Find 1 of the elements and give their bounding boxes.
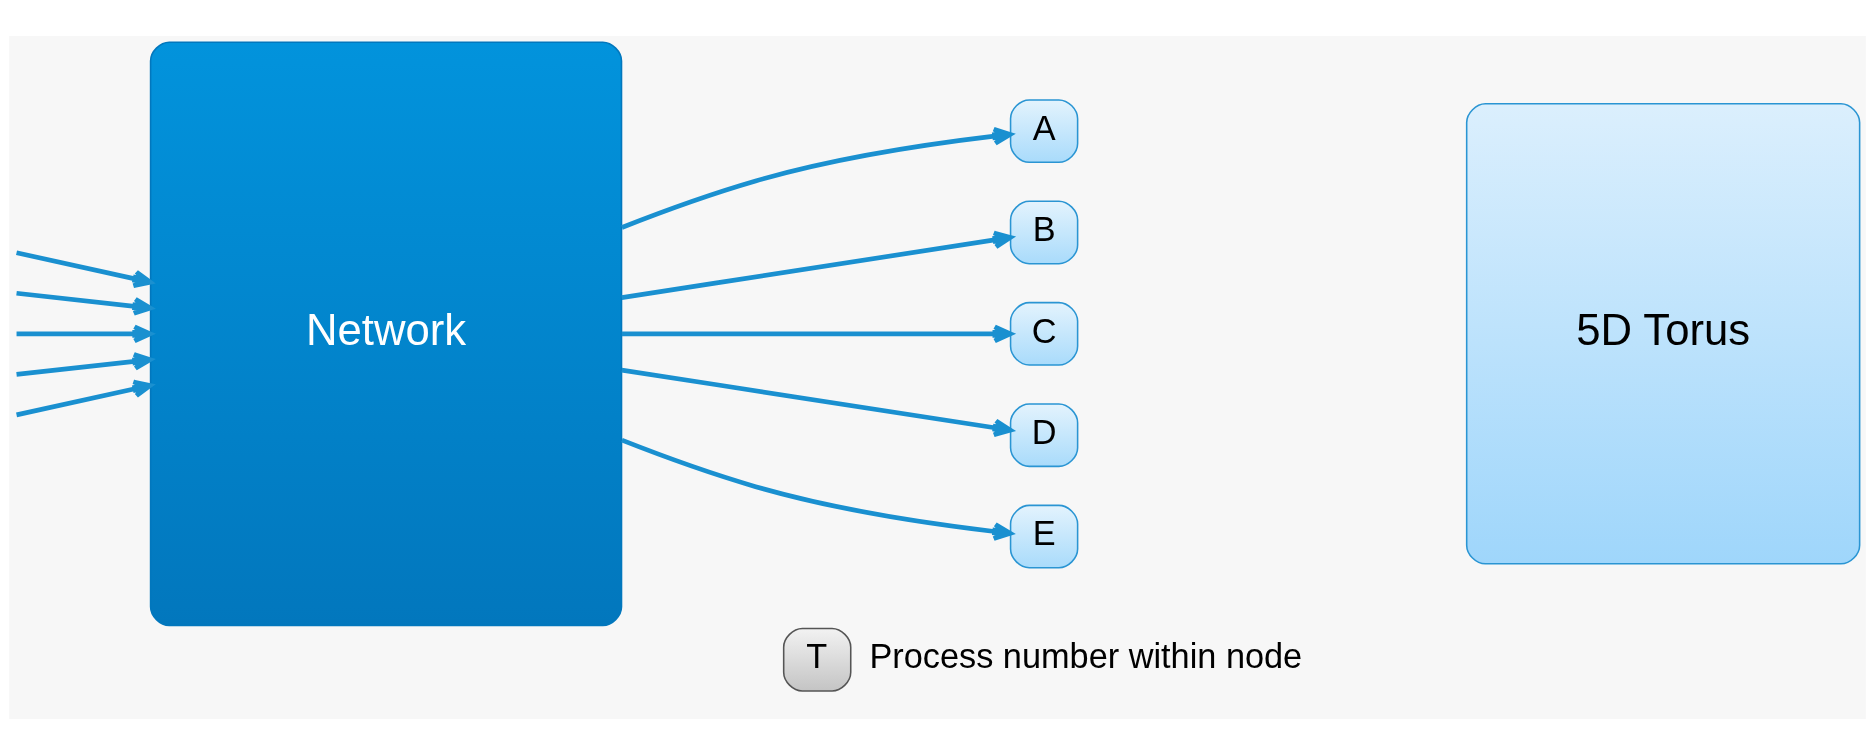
node-label: Process number within node bbox=[869, 636, 1303, 675]
